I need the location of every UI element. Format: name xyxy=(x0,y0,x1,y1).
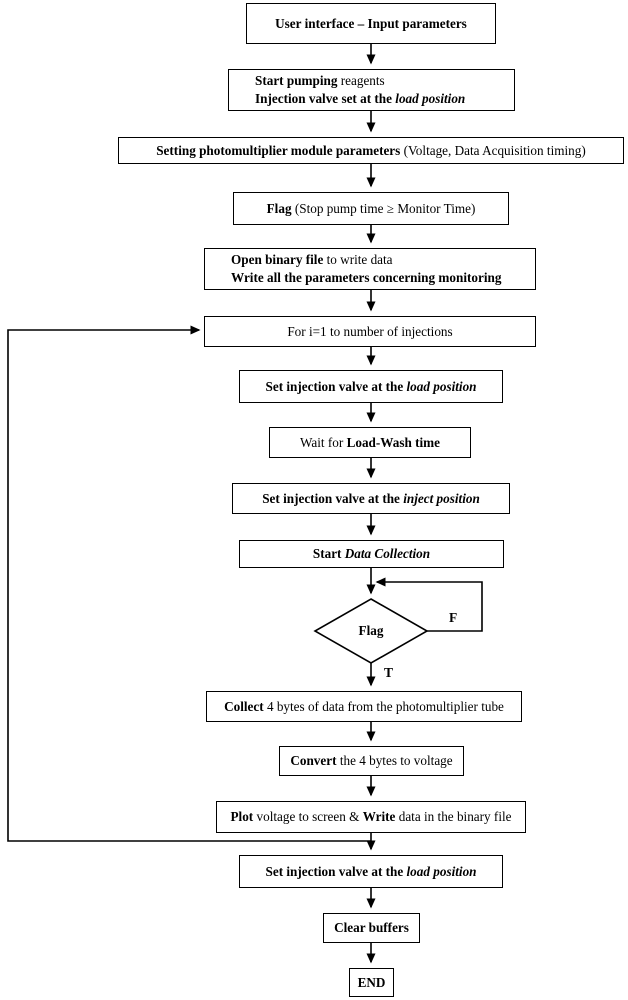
text-segment: load position xyxy=(406,863,477,879)
text-segment: Flag xyxy=(358,623,384,638)
text-segment: inject position xyxy=(403,490,480,506)
node-end: END xyxy=(349,968,394,997)
node-start-data-collection: Start Data Collection xyxy=(239,540,504,568)
text-segment: reagents xyxy=(337,73,385,88)
text-segment: voltage to screen & xyxy=(253,809,363,824)
false-branch-label: F xyxy=(449,610,458,625)
node-collect-bytes: Collect 4 bytes of data from the photomu… xyxy=(206,691,522,722)
text-segment: (Voltage, Data Acquisition timing) xyxy=(400,142,586,158)
text-segment: load position xyxy=(406,378,477,394)
node-plot-write: Plot voltage to screen & Write data in t… xyxy=(216,801,526,833)
text-segment: 4 bytes of data from the photomultiplier… xyxy=(263,698,504,714)
node-clear-buffers: Clear buffers xyxy=(323,913,420,943)
text-segment: Clear buffers xyxy=(334,920,409,935)
iteration-loop-back xyxy=(7,325,371,842)
false-branch-loop xyxy=(375,577,483,632)
true-branch-label: T xyxy=(384,665,394,680)
text-segment: Open binary file xyxy=(231,252,324,267)
text-segment: Start pumping xyxy=(255,73,338,88)
text-segment: data in the binary file xyxy=(395,809,512,824)
text-segment: Plot xyxy=(230,809,254,824)
text-segment: (Stop pump time ≥ Monitor Time) xyxy=(294,200,476,216)
text-segment: Collect xyxy=(224,698,264,714)
text-segment: Data Collection xyxy=(344,546,431,561)
text-segment: the 4 bytes to voltage xyxy=(336,753,453,768)
text-segment: Injection valve set at the xyxy=(255,91,396,106)
text-segment: Wait for xyxy=(300,434,347,450)
node-wait-load-wash: Wait for Load-Wash time xyxy=(269,427,471,458)
node-setting-photomultiplier: Setting photomultiplier module parameter… xyxy=(118,137,624,164)
text-segment: For i=1 to number of injections xyxy=(287,323,453,339)
decision-flag-label: Flag xyxy=(331,620,411,642)
text-segment: Write all the parameters concerning moni… xyxy=(231,270,502,285)
node-for-loop: For i=1 to number of injections xyxy=(204,316,536,347)
text-segment: Setting photomultiplier module parameter… xyxy=(156,142,401,158)
text-segment: Set injection valve at the xyxy=(262,490,404,506)
text-segment: User interface – Input parameters xyxy=(275,15,467,31)
text-segment: Write xyxy=(362,809,396,824)
node-set-valve-load-1: Set injection valve at the load position xyxy=(239,370,503,403)
text-segment: Start xyxy=(312,546,345,561)
node-user-interface: User interface – Input parameters xyxy=(246,3,496,44)
text-segment: END xyxy=(357,974,386,990)
node-convert-bytes: Convert the 4 bytes to voltage xyxy=(279,746,464,776)
text-segment: Load-Wash time xyxy=(346,434,440,450)
text-segment: to write data xyxy=(323,252,393,267)
text-segment: Convert xyxy=(290,753,337,768)
decision-diamond xyxy=(313,598,429,664)
node-flag-stop-pump: Flag (Stop pump time ≥ Monitor Time) xyxy=(233,192,509,225)
text-segment: Set injection valve at the xyxy=(265,863,407,879)
text-segment: Flag xyxy=(266,200,295,216)
text-segment: Set injection valve at the xyxy=(265,378,407,394)
text-segment: load position xyxy=(395,91,466,106)
node-set-valve-inject: Set injection valve at the inject positi… xyxy=(232,483,510,514)
node-set-valve-load-2: Set injection valve at the load position xyxy=(239,855,503,888)
